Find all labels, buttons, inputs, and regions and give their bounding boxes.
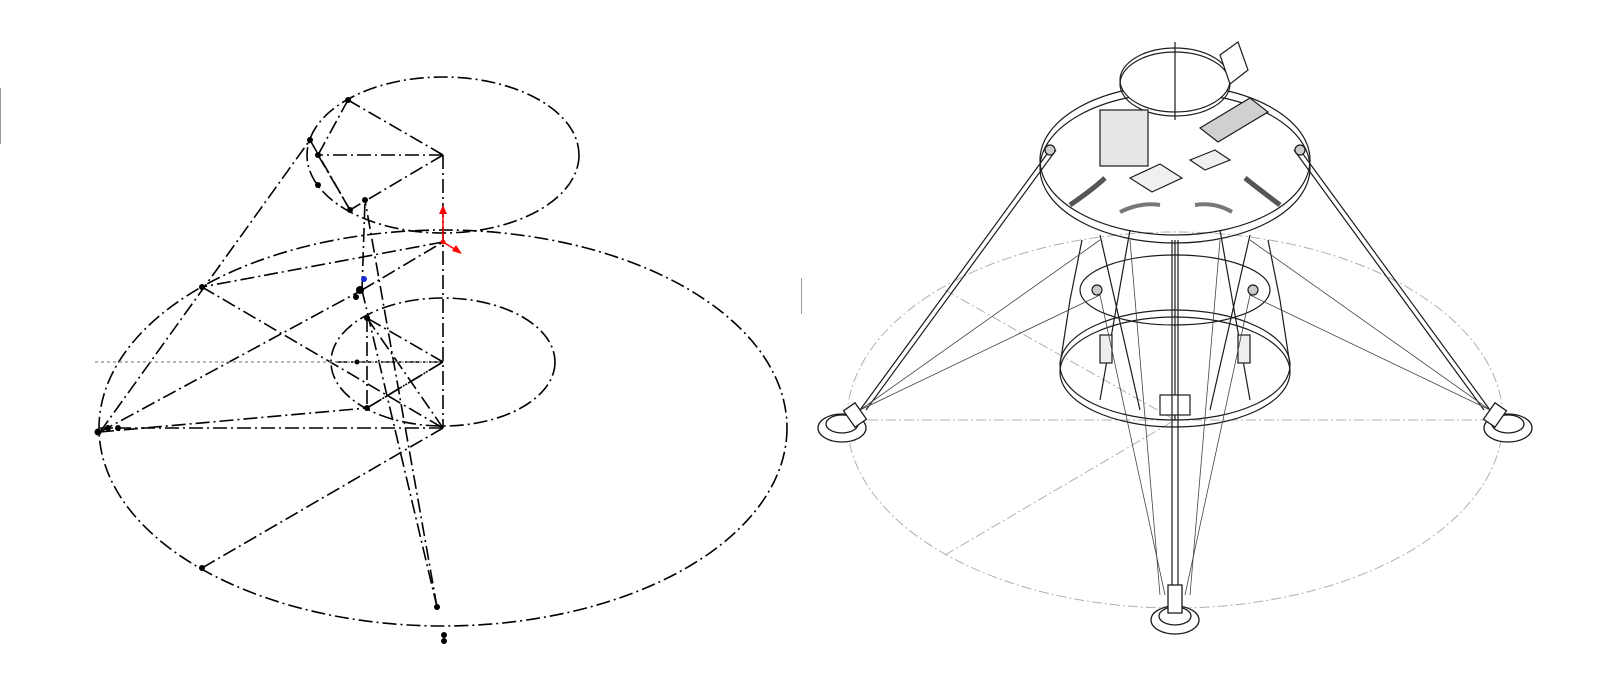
leg-front-2[interactable] bbox=[364, 199, 438, 608]
mid-chord-2[interactable] bbox=[366, 361, 444, 409]
leg-left-upper[interactable] bbox=[99, 139, 311, 433]
sketch-point[interactable] bbox=[434, 604, 440, 610]
sketch-points bbox=[94, 97, 447, 644]
lander-assembly bbox=[859, 41, 1491, 596]
sketch-viewport[interactable] bbox=[0, 0, 800, 685]
top-chord-1[interactable] bbox=[317, 99, 349, 156]
sketch-point[interactable] bbox=[199, 565, 205, 571]
mid-chord-1[interactable] bbox=[366, 317, 444, 429]
model-canvas bbox=[817, 41, 1533, 635]
mid-circle[interactable] bbox=[330, 297, 556, 427]
sensor-module[interactable] bbox=[1188, 149, 1232, 171]
sketch-point[interactable] bbox=[345, 97, 351, 103]
leg-left[interactable] bbox=[859, 149, 1051, 411]
electronics-box[interactable] bbox=[1099, 109, 1149, 167]
sketch-point[interactable] bbox=[105, 425, 111, 431]
leg-right[interactable] bbox=[1299, 149, 1491, 411]
left-viewport-edge-handle[interactable] bbox=[0, 88, 1, 144]
triad-icon bbox=[439, 205, 462, 254]
sketch-point[interactable] bbox=[353, 294, 359, 300]
sketch-construction-lines bbox=[98, 76, 788, 627]
base-diag-1[interactable] bbox=[201, 286, 444, 429]
foot-pad-icon[interactable] bbox=[817, 401, 868, 443]
sketch-point[interactable] bbox=[94, 428, 102, 436]
sketch-point[interactable] bbox=[354, 359, 360, 365]
origin-marker-icon bbox=[361, 276, 367, 282]
top-spoke-2[interactable] bbox=[347, 99, 444, 156]
leg-left-mid[interactable] bbox=[99, 289, 363, 433]
sketch-canvas bbox=[94, 76, 788, 644]
base-spoke-lower[interactable] bbox=[201, 427, 444, 569]
sketch-point[interactable] bbox=[364, 315, 370, 321]
sketch-point[interactable] bbox=[356, 286, 364, 294]
sketch-point[interactable] bbox=[441, 638, 447, 644]
strut-inner-1[interactable] bbox=[361, 199, 366, 291]
strut-inner-4[interactable] bbox=[309, 139, 351, 211]
strut-inner-3[interactable] bbox=[361, 241, 444, 291]
sketch-point[interactable] bbox=[315, 182, 321, 188]
sketch-point[interactable] bbox=[347, 207, 353, 213]
battery-pack[interactable] bbox=[1128, 163, 1184, 193]
sketch-point[interactable] bbox=[315, 152, 321, 158]
sketch-point[interactable] bbox=[364, 405, 370, 411]
foot-pad-icon[interactable] bbox=[1150, 584, 1200, 635]
foot-pad-icon[interactable] bbox=[1482, 401, 1533, 443]
sketch-point[interactable] bbox=[115, 425, 121, 431]
mid-spoke-2[interactable] bbox=[366, 317, 444, 363]
model-viewport[interactable] bbox=[800, 0, 1600, 685]
sketch-point[interactable] bbox=[441, 632, 447, 638]
leg-left-low[interactable] bbox=[99, 407, 368, 433]
mid-spoke-3[interactable] bbox=[366, 361, 444, 409]
leg-front[interactable] bbox=[361, 289, 438, 608]
right-viewport-edge-handle[interactable] bbox=[801, 278, 802, 314]
sketch-point[interactable] bbox=[199, 284, 205, 290]
base-spoke-upper[interactable] bbox=[201, 241, 444, 288]
circuit-board[interactable] bbox=[1198, 97, 1270, 143]
sketch-point[interactable] bbox=[362, 197, 368, 203]
sketch-point[interactable] bbox=[307, 137, 313, 143]
